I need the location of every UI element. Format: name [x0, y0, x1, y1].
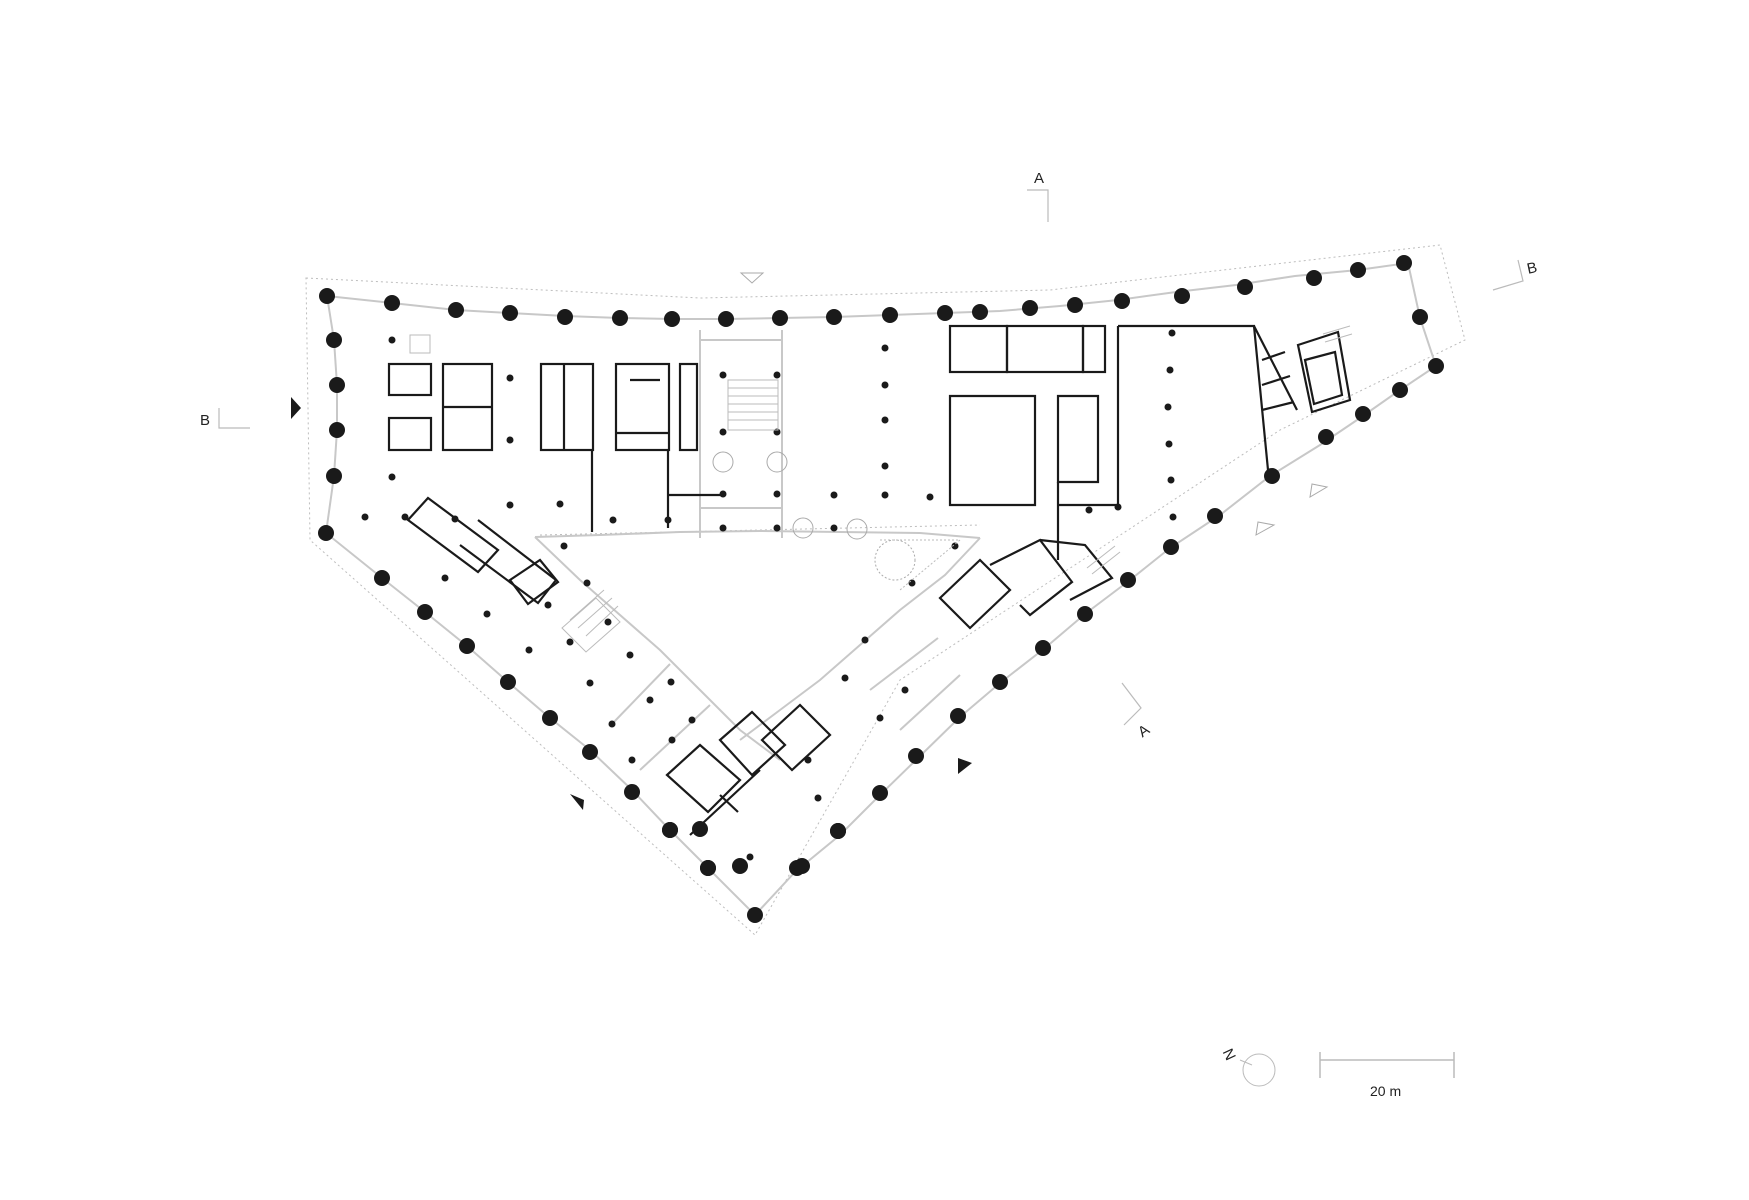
scale-bar: 20 m: [1319, 1052, 1455, 1099]
entrance-southwest-icon: [570, 794, 584, 810]
svg-text:B: B: [1525, 259, 1538, 278]
svg-text:B: B: [200, 412, 210, 429]
stairs: [409, 325, 1353, 653]
entrance-left-icon: [291, 397, 301, 419]
facade-lines: [324, 262, 1437, 916]
north-arrow: N: [1219, 1046, 1276, 1087]
svg-text:A: A: [1034, 170, 1044, 187]
entrance-east-1-icon: [1309, 483, 1329, 498]
entrance-east-2-icon: [1255, 521, 1276, 536]
svg-text:A: A: [1135, 721, 1153, 741]
section-marker-a-bottom: A: [1121, 682, 1153, 741]
perimeter-columns: [318, 255, 1444, 923]
revolving-doors: [712, 451, 916, 581]
core-walls: [387, 324, 1352, 836]
entrance-top-icon: [739, 272, 765, 284]
entrance-southeast-icon: [958, 758, 972, 774]
entrance-markers: [291, 272, 1329, 810]
svg-text:20 m: 20 m: [1370, 1083, 1401, 1099]
svg-text:N: N: [1219, 1046, 1239, 1063]
section-marker-b-left: B: [200, 408, 250, 429]
section-marker-b-right: B: [1492, 259, 1539, 291]
section-marker-a-top: A: [1027, 170, 1049, 222]
canopy-outline: [880, 539, 962, 591]
